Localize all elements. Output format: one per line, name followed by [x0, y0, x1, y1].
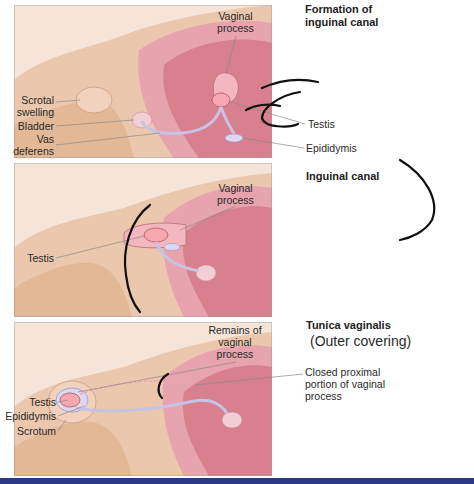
handwritten-marks — [125, 80, 434, 398]
part-label: Testis — [308, 118, 368, 130]
panel-heading: Inguinal canal — [306, 170, 426, 183]
part-label: Scrotum — [0, 425, 56, 437]
note: (Outer covering) — [310, 333, 460, 349]
part-label: Testis — [4, 252, 54, 264]
part-label: Epididymis — [306, 142, 386, 154]
part-label: Testis — [0, 396, 56, 408]
part-label: Closed proximal portion of vaginal proce… — [305, 366, 385, 402]
part-label: Bladder — [4, 120, 54, 132]
part-label: Vaginal process — [208, 182, 263, 206]
part-label: Vaginal process — [208, 10, 263, 34]
part-label: Scrotal swelling — [4, 94, 54, 118]
part-label: Remains of vaginal process — [206, 324, 264, 360]
panel-two — [14, 163, 272, 317]
part-label: Epididymis — [0, 410, 56, 422]
leader-lines — [56, 36, 305, 431]
panel-heading: Formation of inguinal canal — [305, 3, 395, 28]
panel-heading: Tunica vaginalis — [306, 319, 436, 332]
part-label: Vas deferens — [4, 133, 54, 157]
